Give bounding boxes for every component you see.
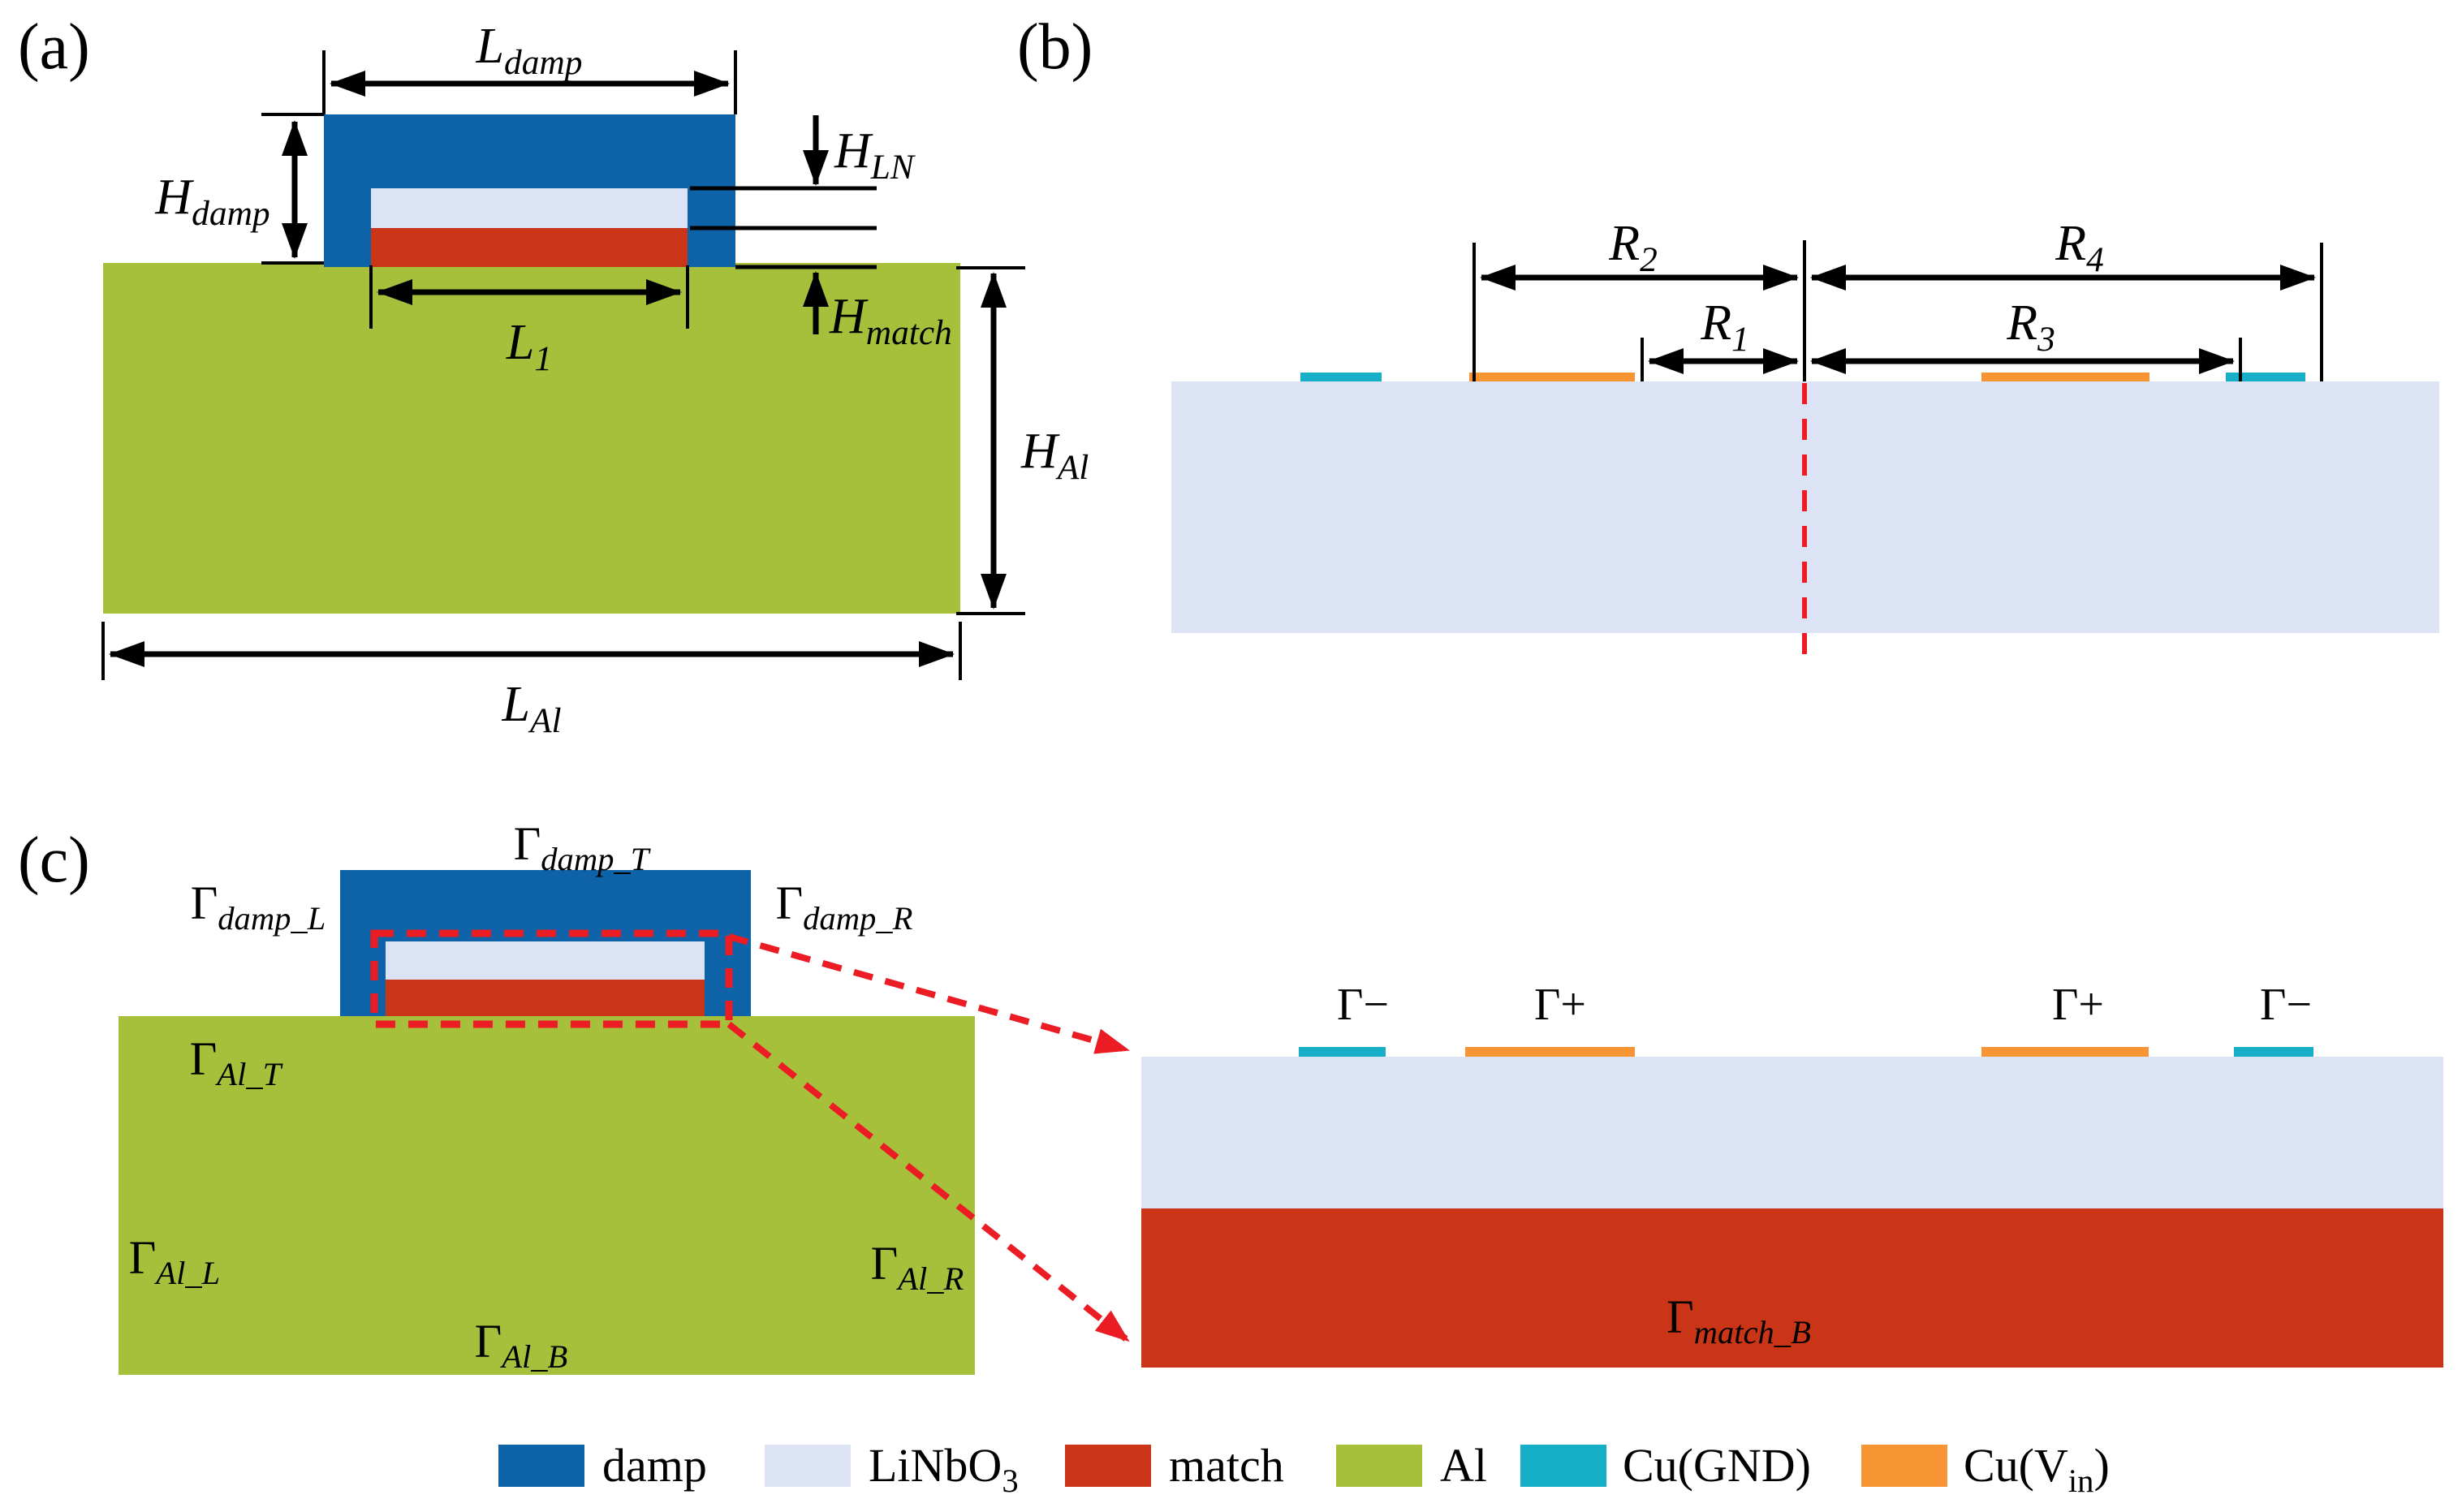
- boundary-label-damp-R: Γdamp_R: [775, 877, 913, 937]
- dim-label-L-damp: Ldamp: [476, 19, 583, 82]
- panel-b-electrode-vin-left: [1469, 373, 1635, 381]
- legend-swatch-match: [1065, 1444, 1151, 1487]
- legend-item-cu-gnd: Cu(GND): [1520, 1438, 1811, 1493]
- dim-label-H-match: Hmatch: [830, 289, 952, 352]
- legend-swatch-linbo3: [765, 1444, 851, 1487]
- panel-c-match-layer: [386, 980, 705, 1016]
- panel-c-zoom-match-layer: [1141, 1208, 2443, 1368]
- electrode-label-gamma-minus-left: Γ−: [1337, 980, 1389, 1030]
- panel-c-zoom-linbo3-layer: [1141, 1057, 2443, 1208]
- legend-item-match: match: [1065, 1438, 1284, 1493]
- legend-item-damp: damp: [498, 1438, 707, 1493]
- dim-label-R-2: R2: [1609, 216, 1658, 279]
- legend-label-cu-gnd: Cu(GND): [1623, 1439, 1811, 1492]
- panel-b-linbo3-slab: [1171, 381, 2439, 633]
- legend-swatch-al: [1336, 1444, 1422, 1487]
- panel-a-match-layer: [371, 228, 688, 267]
- legend-label-match: match: [1169, 1439, 1284, 1492]
- boundary-label-Al-B: ΓAl_B: [474, 1315, 568, 1375]
- panel-c-zoom-electrode-vin-left: [1465, 1047, 1635, 1057]
- dim-label-R-4: R4: [2055, 216, 2104, 279]
- legend-item-al: Al: [1336, 1438, 1487, 1493]
- panel-c-zoom-electrode-vin-right: [1981, 1047, 2149, 1057]
- panel-b-dimension-lines: [1472, 240, 2323, 381]
- legend-label-al: Al: [1440, 1439, 1487, 1492]
- dim-label-H-LN: HLN: [834, 123, 914, 187]
- panel-a-linbo3-layer: [371, 188, 688, 228]
- legend-label-linbo3: LiNbO3: [869, 1439, 1019, 1499]
- panel-b-electrode-vin-right: [1981, 373, 2149, 381]
- boundary-label-match-B: Γmatch_B: [1666, 1290, 1811, 1350]
- legend-item-cu-vin: Cu(Vin): [1861, 1438, 2110, 1499]
- electrode-label-gamma-plus-right: Γ+: [2052, 980, 2104, 1030]
- legend-swatch-cu-vin: [1861, 1444, 1947, 1487]
- dim-label-L-1: L1: [506, 315, 553, 378]
- panel-c-linbo3-layer: [386, 941, 705, 980]
- boundary-label-Al-L: ΓAl_L: [128, 1231, 221, 1291]
- legend-label-cu-vin: Cu(Vin): [1964, 1439, 2110, 1499]
- legend-label-damp: damp: [602, 1439, 707, 1492]
- panel-b-tag: (b): [1017, 11, 1093, 83]
- legend-item-linbo3: LiNbO3: [765, 1438, 1019, 1499]
- panel-c-zoom-electrode-gnd-right: [2234, 1047, 2313, 1057]
- boundary-label-Al-R: ΓAl_R: [870, 1237, 964, 1297]
- dim-label-R-3: R3: [2007, 295, 2055, 359]
- electrode-label-gamma-plus-left: Γ+: [1534, 980, 1586, 1030]
- legend-swatch-cu-gnd: [1520, 1444, 1606, 1487]
- panel-b-electrode-gnd-right: [2226, 373, 2305, 381]
- panel-c-tag: (c): [18, 825, 90, 896]
- dim-label-H-damp: Hdamp: [155, 170, 270, 233]
- panel-a-tag: (a): [18, 11, 90, 83]
- boundary-label-damp-T: Γdamp_T: [513, 817, 649, 877]
- boundary-label-Al-T: ΓAl_T: [189, 1032, 282, 1092]
- dim-label-L-Al: LAl: [502, 677, 562, 740]
- dim-label-R-1: R1: [1701, 295, 1749, 359]
- legend-swatch-damp: [498, 1444, 584, 1487]
- boundary-label-damp-L: Γdamp_L: [190, 877, 326, 937]
- dim-label-H-Al: HAl: [1021, 424, 1089, 487]
- panel-c-zoom-electrode-gnd-left: [1299, 1047, 1386, 1057]
- panel-b-electrode-gnd-left: [1300, 373, 1382, 381]
- electrode-label-gamma-minus-right: Γ−: [2260, 980, 2312, 1030]
